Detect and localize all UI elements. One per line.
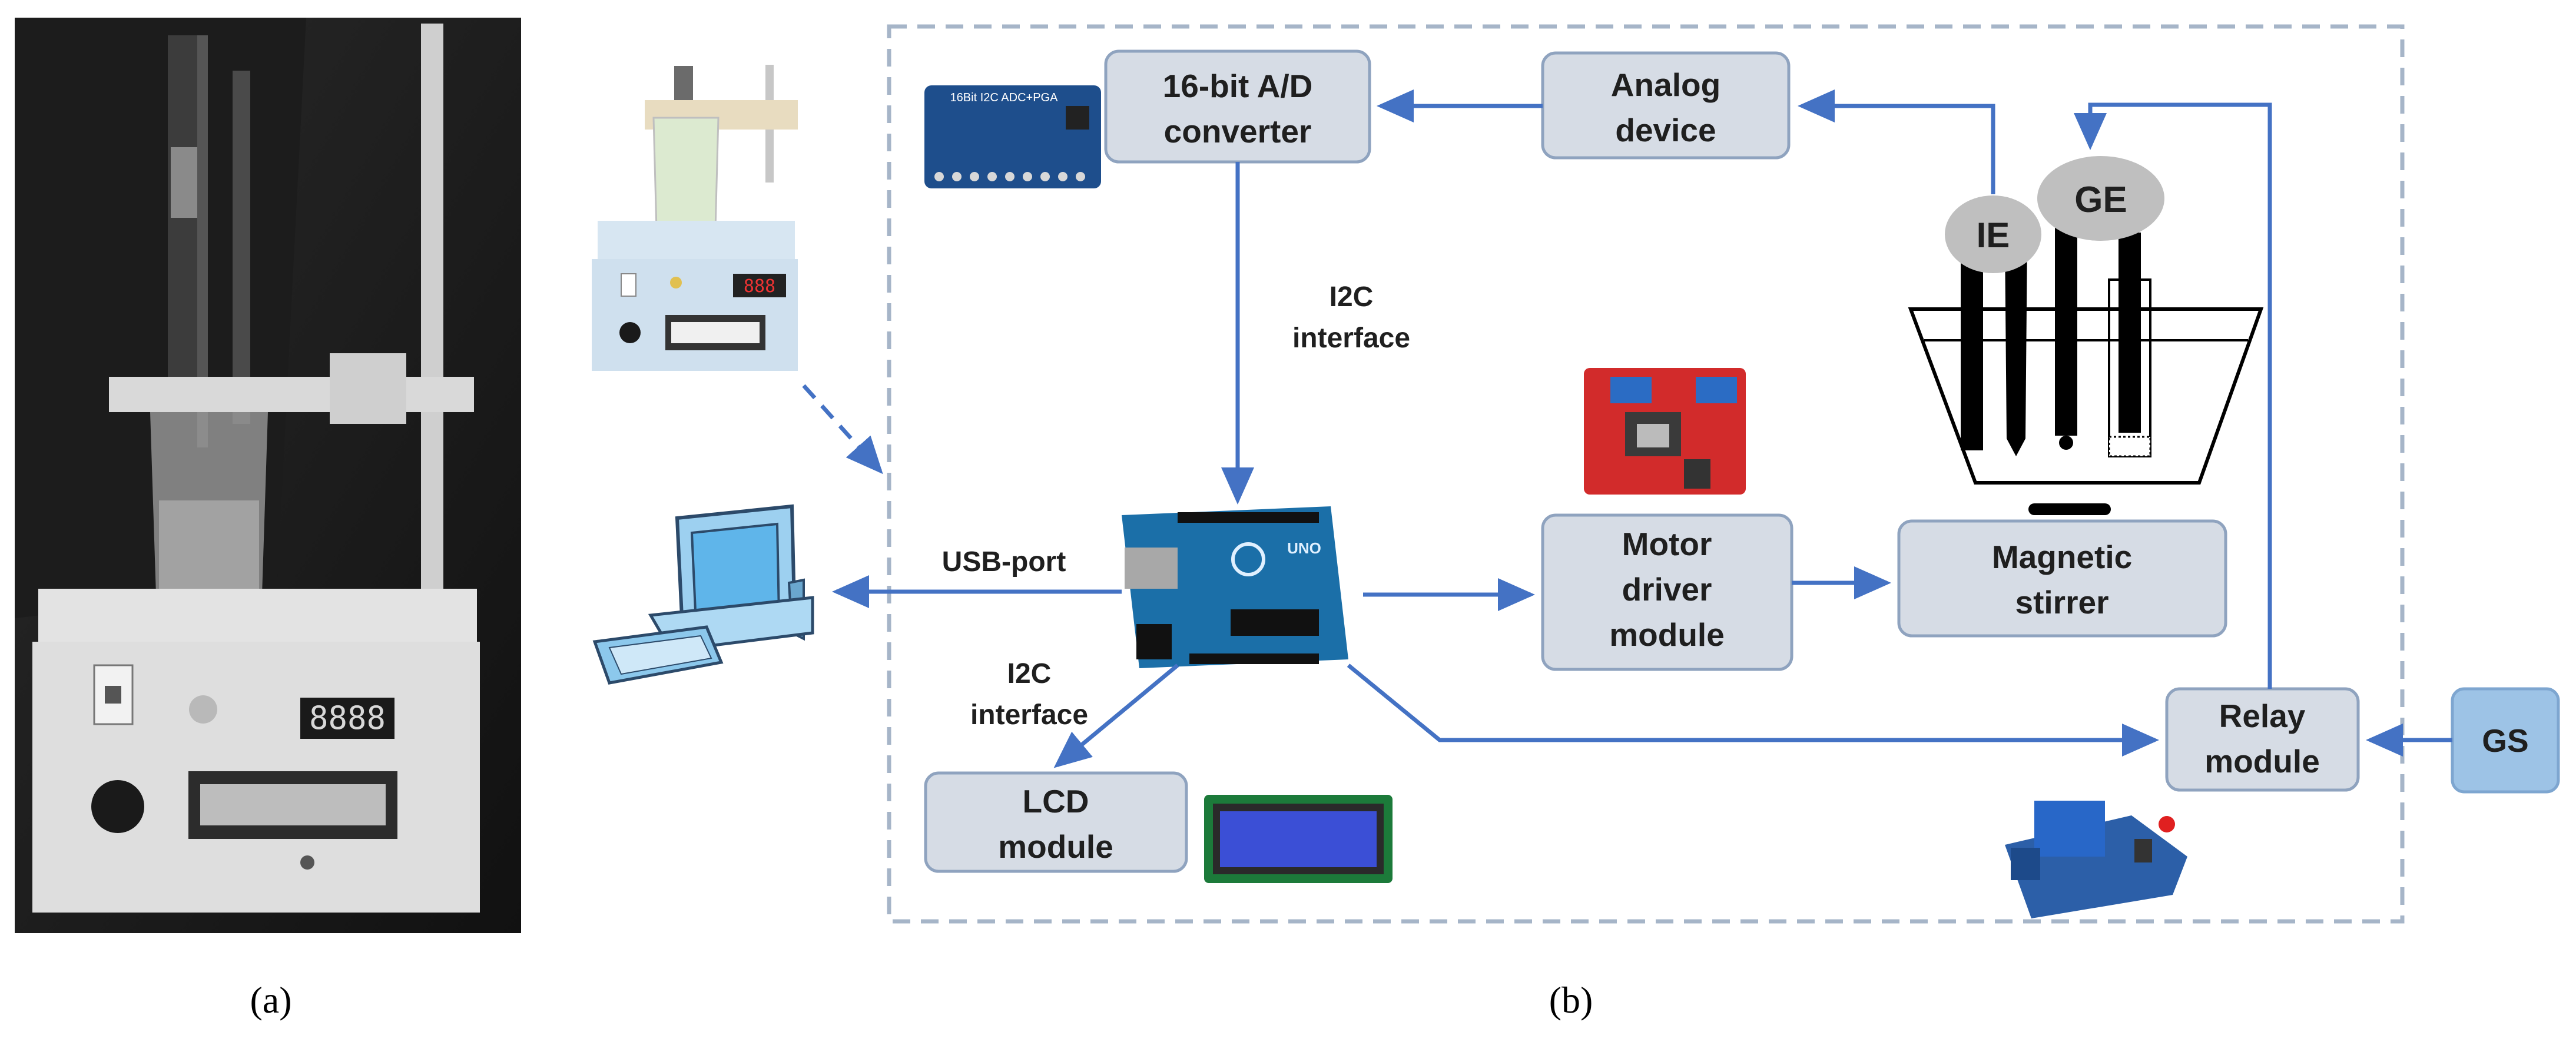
relay-label-line1: Relay bbox=[2219, 698, 2306, 734]
thumbnail-arrow bbox=[802, 384, 883, 475]
panel-b-label: (b) bbox=[1549, 979, 1593, 1021]
relay-board-image bbox=[2005, 801, 2187, 918]
gs-block: GS bbox=[2451, 687, 2560, 794]
panel-a-label: (a) bbox=[250, 979, 291, 1021]
usb-port-label: USB-port bbox=[942, 546, 1066, 578]
display-readout: 8888 bbox=[309, 699, 386, 737]
adc-block: 16-bit A/D converter bbox=[1104, 49, 1371, 164]
connectors bbox=[832, 89, 2452, 768]
analog-label-line2: device bbox=[1615, 112, 1716, 148]
adc-label-line2: converter bbox=[1164, 113, 1312, 150]
arduino-text: UNO bbox=[1287, 539, 1321, 557]
ie-electrode bbox=[1945, 195, 2041, 273]
computer-icon bbox=[592, 504, 814, 685]
lcd-label-line2: module bbox=[998, 828, 1113, 865]
adc-label-line1: 16-bit A/D bbox=[1163, 68, 1313, 104]
i2c-bottom-label-line2: interface bbox=[970, 699, 1088, 731]
lcd-module-image bbox=[1204, 795, 1393, 883]
device-photo: 8888 bbox=[15, 18, 521, 933]
svg-text:888: 888 bbox=[744, 276, 775, 297]
ge-electrode bbox=[2037, 156, 2164, 241]
i2c-bottom-label-line1: I2C bbox=[1007, 658, 1052, 689]
analog-label-line1: Analog bbox=[1611, 67, 1720, 103]
electrochemical-cell bbox=[1908, 212, 2264, 515]
relay-module-block: Relay module bbox=[2165, 687, 2360, 792]
lcd-module-block: LCD module bbox=[924, 771, 1188, 873]
ge-label: GE bbox=[2074, 180, 2127, 220]
arduino-board-image: UNO bbox=[1122, 506, 1348, 668]
motor-driver-board-image bbox=[1584, 368, 1746, 495]
analog-device-block: Analog device bbox=[1541, 51, 1791, 160]
ie-label: IE bbox=[1977, 215, 2010, 255]
motor-driver-block: Motor driver module bbox=[1541, 513, 1793, 671]
motor-label-line3: module bbox=[1609, 616, 1725, 653]
adc-board-text: 16Bit I2C ADC+PGA bbox=[950, 91, 1059, 104]
adc-board-image: 16Bit I2C ADC+PGA bbox=[924, 85, 1101, 188]
motor-label-line2: driver bbox=[1622, 571, 1712, 608]
lcd-label-line1: LCD bbox=[1022, 783, 1089, 820]
relay-label-line2: module bbox=[2204, 743, 2320, 779]
stirrer-label-line2: stirrer bbox=[2015, 584, 2109, 621]
stirrer-label-line1: Magnetic bbox=[1992, 539, 2132, 575]
device-thumbnail: 888 bbox=[592, 65, 798, 371]
gs-label: GS bbox=[2482, 722, 2528, 759]
motor-label-line1: Motor bbox=[1622, 526, 1712, 562]
system-boundary bbox=[887, 24, 2405, 924]
i2c-top-label-line1: I2C bbox=[1330, 281, 1374, 313]
magnetic-stirrer-block: Magnetic stirrer bbox=[1897, 519, 2227, 638]
i2c-top-label-line2: interface bbox=[1292, 323, 1410, 354]
